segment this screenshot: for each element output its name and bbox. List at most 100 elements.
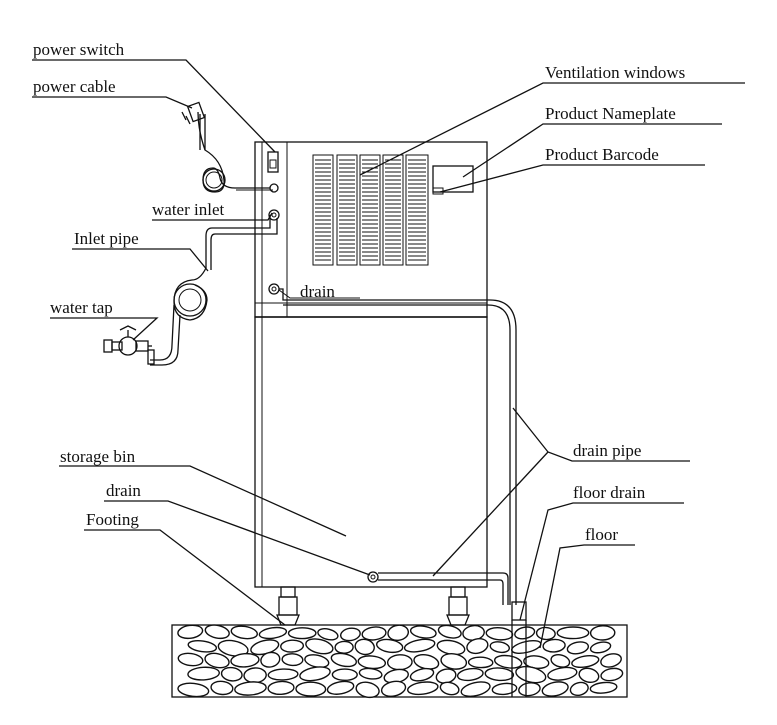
label-storage-bin: storage bin xyxy=(60,447,136,466)
floor-rock xyxy=(600,667,624,682)
label-ventilation-windows: Ventilation windows xyxy=(545,63,685,82)
floor-drain xyxy=(511,601,527,621)
labels: power switch power cable water inlet Inl… xyxy=(33,40,685,544)
floor-rock xyxy=(409,667,435,682)
floor-rock xyxy=(295,681,327,697)
floor-rock xyxy=(491,682,518,696)
label-power-cable: power cable xyxy=(33,77,116,96)
storage-bin-body xyxy=(254,316,488,588)
floor-rock xyxy=(589,681,618,694)
label-power-switch: power switch xyxy=(33,40,125,59)
label-footing: Footing xyxy=(86,510,139,529)
floor-rock xyxy=(340,627,361,642)
floor-rock xyxy=(331,668,358,682)
floor-rock xyxy=(589,625,616,641)
floor-rock xyxy=(541,681,569,697)
floor-rock xyxy=(456,667,484,682)
floor-rock xyxy=(535,626,556,641)
floor-rock xyxy=(177,682,210,698)
vent-slats xyxy=(315,159,426,261)
floor-rock xyxy=(330,652,358,668)
floor-slab xyxy=(171,624,628,699)
floor-rock xyxy=(484,667,515,682)
floor-rock xyxy=(220,666,243,682)
floor-rock xyxy=(387,624,410,642)
floor-rock xyxy=(177,624,204,640)
label-product-nameplate: Product Nameplate xyxy=(545,104,676,123)
floor-rock xyxy=(489,641,510,654)
floor-rock xyxy=(234,681,267,696)
floor-rock xyxy=(280,639,305,653)
water-inlet-port xyxy=(268,209,280,221)
footing xyxy=(276,586,470,626)
label-floor: floor xyxy=(585,525,618,544)
floor-rock xyxy=(547,666,578,681)
plug-icon xyxy=(181,101,206,125)
floor-rock xyxy=(260,651,281,668)
floor-rock xyxy=(204,624,230,640)
floor-rock xyxy=(355,681,380,699)
floor-rock xyxy=(380,680,407,698)
floor-rock xyxy=(571,654,600,669)
floor-rock xyxy=(542,638,566,653)
floor-rock xyxy=(386,654,413,671)
floor-rock xyxy=(217,639,249,657)
floor-rock xyxy=(210,680,234,696)
floor-rock xyxy=(569,681,589,697)
floor-rock xyxy=(267,668,299,681)
label-inlet-pipe: Inlet pipe xyxy=(74,229,139,248)
drain-pipe xyxy=(279,288,527,697)
floor-rock xyxy=(485,627,514,641)
label-drain-top: drain xyxy=(300,282,335,301)
drain-bottom-port xyxy=(367,571,379,583)
floor-rock xyxy=(514,626,536,640)
floor-rock xyxy=(187,639,218,653)
floor-rock xyxy=(326,680,355,695)
water-tap-icon xyxy=(103,325,155,365)
floor-rock xyxy=(230,625,258,640)
floor-rocks xyxy=(177,624,624,699)
ice-machine xyxy=(254,141,488,626)
power-switch xyxy=(267,151,279,173)
floor-rock xyxy=(439,681,460,696)
floor-rock xyxy=(187,666,220,681)
floor-rock xyxy=(518,682,541,697)
floor-rock xyxy=(334,640,354,654)
floor-rock xyxy=(267,680,295,696)
floor-rock xyxy=(243,667,267,684)
floor-rock xyxy=(305,638,334,655)
label-floor-drain: floor drain xyxy=(573,483,646,502)
floor-rock xyxy=(566,641,590,655)
label-drain-bottom: drain xyxy=(106,481,141,500)
floor-rock xyxy=(550,654,571,668)
floor-rock xyxy=(494,654,523,669)
floor-rock xyxy=(317,628,339,641)
floor-rock xyxy=(375,638,404,654)
label-water-tap: water tap xyxy=(50,298,113,317)
floor-rock xyxy=(556,626,590,640)
floor-rock xyxy=(287,627,317,640)
floor-rock xyxy=(467,656,494,669)
leader-lines xyxy=(32,59,745,649)
floor-rock xyxy=(578,667,600,684)
product-nameplate xyxy=(432,165,474,193)
floor-rock xyxy=(440,652,468,670)
floor-rock xyxy=(177,652,204,667)
power-cable-port xyxy=(269,183,279,193)
floor-rock xyxy=(230,652,260,668)
floor-rock xyxy=(357,655,387,670)
floor-rock xyxy=(466,637,489,655)
label-drain-pipe: drain pipe xyxy=(573,441,641,460)
drain-top-port xyxy=(268,283,280,295)
floor-rock xyxy=(600,653,622,668)
floor-rock xyxy=(281,653,304,667)
floor-rock xyxy=(460,681,491,697)
floor-rock xyxy=(354,638,375,656)
floor-rock xyxy=(403,638,436,653)
floor-rock xyxy=(204,652,230,669)
floor-rock xyxy=(409,625,437,639)
floor-rock xyxy=(299,666,331,682)
label-product-barcode: Product Barcode xyxy=(545,145,659,164)
floor-rock xyxy=(407,681,439,696)
